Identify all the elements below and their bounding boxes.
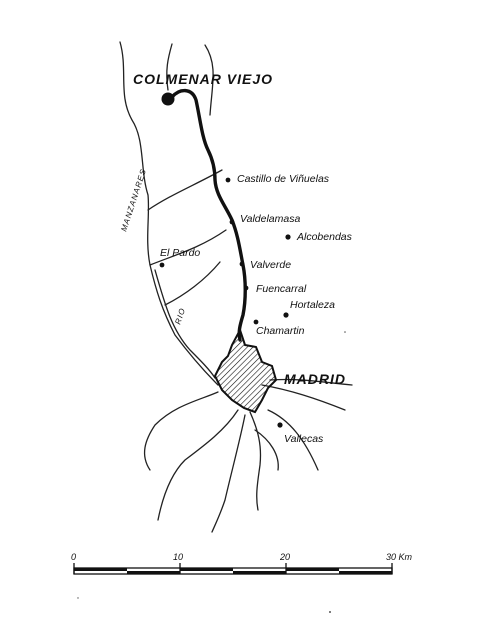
valdelamasa-marker xyxy=(229,219,235,225)
madrid-label: MADRID xyxy=(284,371,346,387)
town-markers xyxy=(159,92,291,428)
south-river xyxy=(249,411,262,511)
manzanares-river xyxy=(119,41,219,386)
speck xyxy=(344,331,346,333)
scale-label-0: 0 xyxy=(71,552,76,562)
madrid-east-stream xyxy=(269,378,353,386)
lower-left-creek xyxy=(164,261,221,306)
south-creek-2 xyxy=(254,429,279,471)
valverde-label: Valverde xyxy=(250,259,291,271)
railway-line xyxy=(170,88,247,342)
north-river-branch xyxy=(166,43,173,91)
scale-segment-15-20 xyxy=(233,571,286,574)
valverde-marker xyxy=(239,261,245,267)
place-labels: COLMENAR VIEJO Castillo de Viñuelas Vald… xyxy=(133,71,353,445)
madrid-urban-area xyxy=(213,327,278,414)
colmenar-marker xyxy=(161,92,175,106)
castillo-label: Castillo de Viñuelas xyxy=(237,173,330,185)
river-network xyxy=(119,41,353,533)
hortaleza-marker xyxy=(283,312,289,318)
west-tributary xyxy=(154,269,216,379)
scale-segment-10-15 xyxy=(180,568,233,571)
chamartin-marker xyxy=(253,319,259,325)
colmenar-label: COLMENAR VIEJO xyxy=(133,71,273,87)
vallecas-label: Vallecas xyxy=(284,433,324,445)
alcobendas-marker xyxy=(285,234,291,240)
vallecas-marker xyxy=(277,422,283,428)
scale-segment-25-30 xyxy=(339,571,392,574)
middle-left-creek xyxy=(149,229,227,266)
paper-specks xyxy=(77,331,346,613)
scale-label-30: 30 Km xyxy=(386,552,413,562)
fuencarral-marker xyxy=(243,285,249,291)
southeast-river xyxy=(267,409,319,471)
southwest-creek-1 xyxy=(143,391,219,471)
speck xyxy=(77,597,79,599)
chamartin-label: Chamartin xyxy=(256,325,305,337)
upper-left-creek xyxy=(147,169,223,211)
scale-segment-5-10 xyxy=(127,571,180,574)
southwest-creek-2 xyxy=(157,409,239,521)
el-pardo-marker xyxy=(159,262,165,268)
scale-bar: 0 10 20 30 Km xyxy=(71,552,413,575)
fuencarral-label: Fuencarral xyxy=(256,283,307,295)
scale-segment-0-5 xyxy=(74,568,127,571)
scale-label-10: 10 xyxy=(173,552,183,562)
east-river-branch xyxy=(204,44,214,116)
speck xyxy=(329,611,331,613)
scale-label-20: 20 xyxy=(279,552,290,562)
manzanares-label: MANZANARES xyxy=(119,167,148,232)
east-creek xyxy=(261,384,346,411)
castillo-marker xyxy=(225,177,231,183)
rio-label: RIO xyxy=(173,306,187,325)
hortaleza-label: Hortaleza xyxy=(290,299,335,311)
el-pardo-label: El Pardo xyxy=(160,247,200,259)
southwest-creek-3 xyxy=(211,414,246,533)
scale-segment-20-25 xyxy=(286,568,339,571)
alcobendas-label: Alcobendas xyxy=(296,231,353,243)
valdelamasa-label: Valdelamasa xyxy=(240,213,300,225)
